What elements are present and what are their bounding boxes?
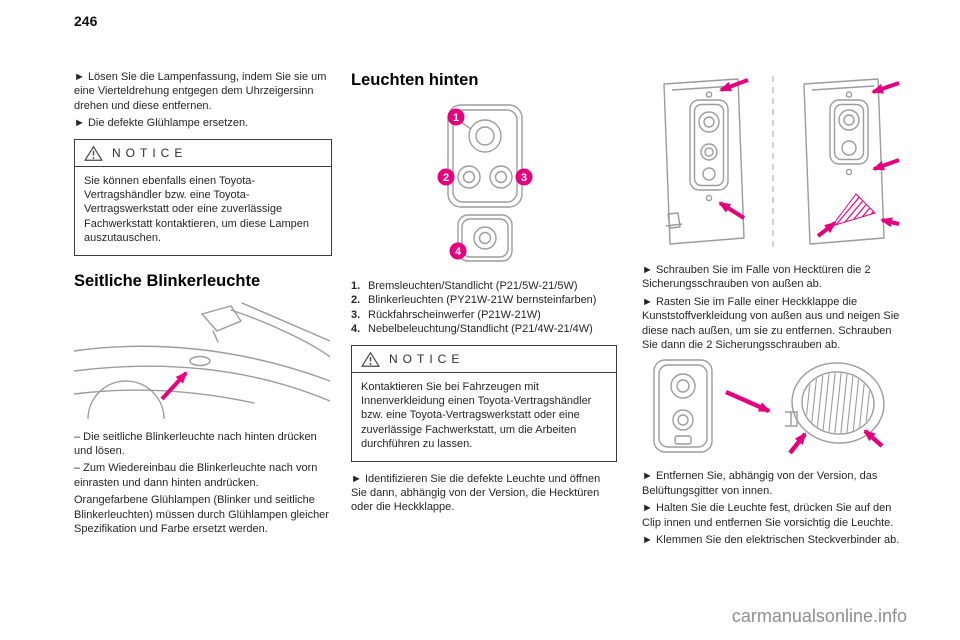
watermark: carmanualsonline.info	[731, 606, 907, 626]
section-heading-side-indicator: Seitliche Blinkerleuchte	[74, 271, 261, 290]
svg-text:1: 1	[453, 112, 459, 124]
callout-4: 4	[449, 242, 467, 260]
step-paragraph: ► Halten Sie die Leuchte fest, drücken S…	[642, 502, 894, 529]
pointer-arrows	[725, 390, 884, 455]
notice-text: Kontaktieren Sie bei Fahrzeugen mit Inne…	[361, 380, 592, 451]
side-indicator-lamp	[189, 355, 211, 366]
side-indicator-illustration	[73, 301, 332, 424]
notice-box: NOTICE Sie können ebenfalls einen Toyota…	[74, 138, 332, 256]
list-item-number: 1.	[351, 280, 361, 292]
top-screw	[705, 91, 713, 98]
list-item-text: Nebelbeleuchtung/Standlicht (P21/4W-21/4…	[368, 323, 593, 336]
top-screw	[845, 91, 853, 98]
notice-text: Sie können ebenfalls einen Toyota-Vertra…	[84, 174, 310, 245]
bulb-list: 1. Bremsleuchten/Standlicht (P21/5W-21/5…	[351, 279, 617, 337]
step-paragraph: ► Entfernen Sie, abhängig von der Versio…	[642, 470, 878, 497]
pointer-arrow	[718, 201, 746, 220]
list-item-number: 2.	[351, 294, 361, 307]
list-item: 2. Blinkerleuchten (PY21W-21W bernsteinf…	[351, 293, 617, 307]
list-item-text: Blinkerleuchten (PY21W-21W bernsteinfarb…	[368, 294, 597, 307]
column-right: ► Schrauben Sie im Falle von Hecktüren d…	[642, 70, 906, 550]
vent-grille-drawing	[653, 359, 885, 455]
pointer-arrow	[725, 390, 771, 414]
column-middle: Leuchten hinten 1	[351, 70, 617, 518]
pointer-arrow	[863, 429, 884, 449]
section-heading-rear-lights: Leuchten hinten	[351, 71, 479, 89]
list-item: 1. Bremsleuchten/Standlicht (P21/5W-21/5…	[351, 279, 617, 293]
step-paragraph: ► Klemmen Sie den elektrischen Steckverb…	[642, 534, 900, 547]
pointer-arrow	[872, 158, 900, 171]
step-paragraph: – Die seitliche Blinkerleuchte nach hint…	[74, 430, 317, 458]
rear-doors-drawing	[663, 76, 900, 250]
clip-detail	[785, 411, 798, 428]
svg-text:4: 4	[455, 246, 462, 258]
striped-tilt-arrow	[830, 193, 876, 227]
door-hinge	[667, 212, 681, 229]
pointer-arrow	[880, 217, 900, 228]
notice-box: NOTICE Kontaktieren Sie bei Fahrzeugen m…	[351, 344, 617, 462]
list-item-number: 3.	[351, 308, 361, 321]
step-paragraph: Orangefarbene Glühlampen (Blinker und se…	[74, 494, 329, 536]
warning-triangle-icon	[361, 351, 380, 367]
notice-title: NOTICE	[112, 146, 188, 161]
bottom-screw	[705, 194, 713, 202]
pointer-arrow	[816, 221, 837, 238]
step-paragraph: – Zum Wiedereinbau die Blinkerleuchte na…	[74, 462, 318, 489]
pointer-arrow	[871, 81, 900, 94]
step-paragraph: ► Identifizieren Sie die defekte Leuchte…	[351, 472, 601, 514]
pointer-arrow	[160, 371, 188, 401]
bottom-screw	[845, 168, 853, 176]
pointer-arrow	[719, 78, 749, 92]
light-cluster-outline	[653, 359, 713, 454]
warning-triangle-icon	[84, 145, 103, 161]
svg-text:3: 3	[521, 172, 527, 184]
rear-lights-illustration: 1 2 3 4	[351, 100, 617, 273]
step-paragraph: ► Lösen Sie die Lampenfassung, indem Sie…	[74, 71, 327, 112]
list-item-text: Bremsleuchten/Standlicht (P21/5W-21/5W)	[368, 280, 578, 292]
list-item: 3. Rückfahrscheinwerfer (P21W-21W)	[351, 308, 617, 322]
right-door-outline	[803, 78, 885, 245]
grille-slats	[804, 369, 872, 437]
step-paragraph: ► Schrauben Sie im Falle von Hecktüren d…	[642, 264, 871, 291]
list-item: 4. Nebelbeleuchtung/Standlicht (P21/4W-2…	[351, 322, 617, 336]
page-number: 246	[74, 13, 98, 29]
car-body-lines	[73, 301, 331, 420]
callout-3: 3	[515, 168, 533, 186]
rear-doors-illustration	[642, 74, 906, 257]
list-item-number: 4.	[351, 323, 361, 336]
car-side-drawing	[73, 301, 331, 420]
notice-title: NOTICE	[389, 352, 465, 367]
left-door-outline	[663, 78, 745, 245]
step-paragraph: ► Rasten Sie im Falle einer Heckklappe d…	[642, 295, 900, 352]
cluster-outline	[447, 104, 523, 262]
pointer-arrows-left	[718, 78, 749, 220]
rear-light-cluster-drawing: 1 2 3 4	[437, 104, 533, 262]
list-item-text: Rückfahrscheinwerfer (P21W-21W)	[368, 308, 541, 321]
notice-header: NOTICE	[352, 346, 616, 373]
callout-2: 2	[437, 168, 455, 186]
pointer-arrow	[788, 432, 807, 455]
callout-1: 1	[447, 108, 465, 126]
column-left: ► Lösen Sie die Lampenfassung, indem Sie…	[73, 70, 332, 540]
vent-grille-illustration	[642, 356, 906, 463]
step-paragraph: ► Die defekte Glühlampe ersetzen.	[74, 117, 249, 130]
svg-text:2: 2	[443, 172, 449, 184]
notice-header: NOTICE	[75, 140, 331, 167]
pointer-arrows-right	[816, 81, 900, 238]
